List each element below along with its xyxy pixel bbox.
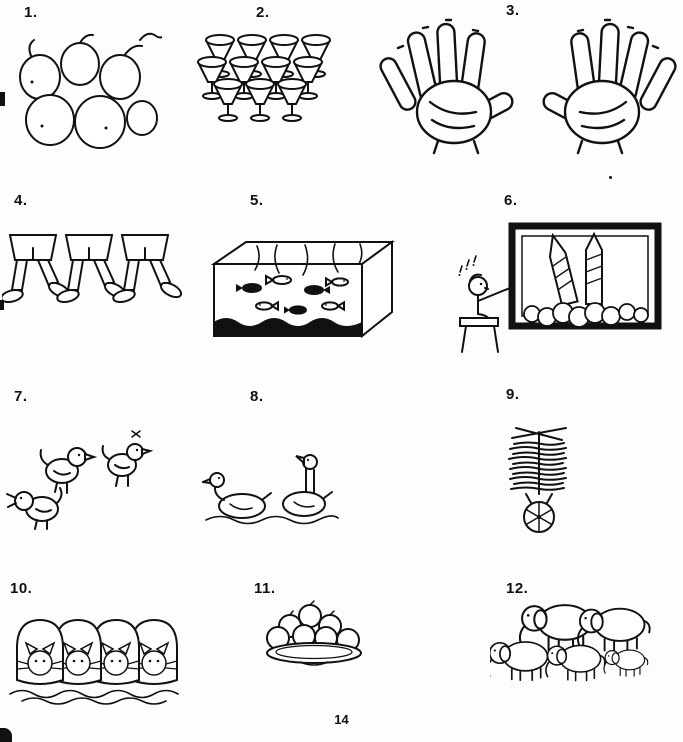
scan-artifact bbox=[0, 728, 12, 742]
item-1-number: 1. bbox=[24, 4, 38, 21]
kittens-illustration bbox=[9, 618, 179, 705]
item-12-number: 12. bbox=[506, 580, 529, 597]
figure-6 bbox=[452, 220, 664, 370]
item-6-number: 6. bbox=[504, 192, 518, 209]
item-3-number: 3. bbox=[506, 2, 520, 19]
figure-5 bbox=[202, 232, 397, 347]
item-8-number: 8. bbox=[250, 388, 264, 405]
figure-12 bbox=[490, 598, 660, 698]
figure-11 bbox=[260, 600, 372, 672]
ducks-illustration bbox=[202, 454, 339, 525]
scan-artifact bbox=[609, 176, 612, 179]
legs-illustration bbox=[2, 234, 183, 304]
item-5-number: 5. bbox=[250, 192, 264, 209]
item-7-number: 7. bbox=[14, 388, 28, 405]
item-10-number: 10. bbox=[10, 580, 33, 597]
pears-illustration bbox=[19, 32, 162, 149]
page-number: 14 bbox=[334, 712, 349, 727]
goblets-illustration bbox=[197, 34, 331, 122]
figure-4 bbox=[2, 232, 184, 332]
figure-7 bbox=[4, 425, 169, 530]
item-11-number: 11. bbox=[254, 580, 276, 597]
item-9-number: 9. bbox=[506, 386, 520, 403]
figure-10 bbox=[2, 606, 192, 708]
fruit-plate-illustration bbox=[266, 600, 362, 666]
scan-artifact bbox=[0, 92, 5, 106]
figure-9 bbox=[494, 424, 586, 542]
aquarium-illustration bbox=[210, 240, 396, 339]
hands-illustration bbox=[378, 18, 678, 155]
figure-2 bbox=[186, 26, 336, 151]
elephants-illustration bbox=[490, 604, 651, 682]
chicks-illustration bbox=[6, 430, 154, 530]
item-4-number: 4. bbox=[14, 192, 28, 209]
scan-artifact bbox=[0, 300, 4, 310]
figure-1 bbox=[2, 22, 162, 157]
figure-3 bbox=[378, 6, 678, 156]
rocket-picture-illustration bbox=[458, 222, 662, 353]
figure-8 bbox=[202, 448, 342, 536]
item-2-number: 2. bbox=[256, 4, 270, 21]
cart-illustration bbox=[508, 427, 567, 533]
